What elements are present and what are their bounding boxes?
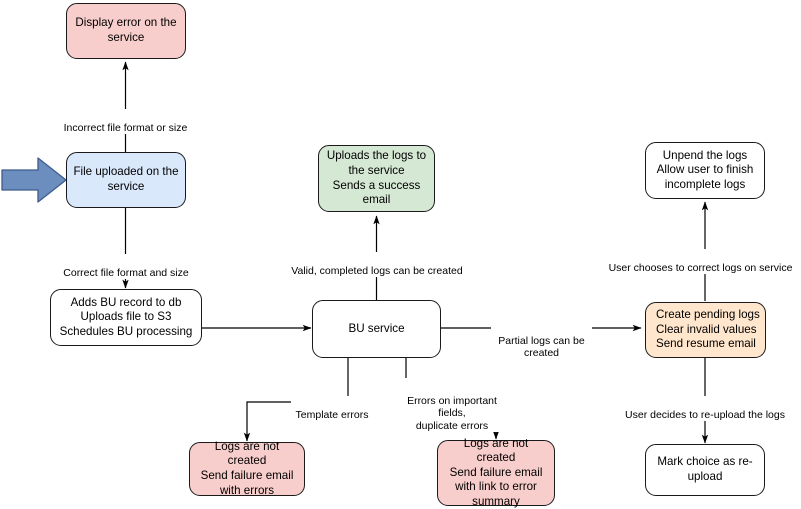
node-unpend-logs[interactable]: Unpend the logs Allow user to finish inc… (645, 142, 765, 199)
edge-label-template-errors-text: Template errors (295, 408, 369, 421)
edge-label-user-corrects: User chooses to correct logs on service (600, 249, 801, 275)
edge-label-partial-logs: Partial logs can be created (491, 322, 592, 360)
node-bu-service[interactable]: BU service (312, 300, 441, 358)
edge-label-user-corrects-text: User chooses to correct logs on service (608, 261, 793, 274)
node-mark-reupload-label: Mark choice as re- upload (657, 455, 753, 483)
node-uploads-logs[interactable]: Uploads the logs to the service Sends a … (318, 145, 435, 212)
edge-label-important-fields: Errors on important fields, duplicate er… (391, 382, 513, 433)
edge-label-correct-format: Correct file format and size (50, 254, 202, 280)
node-logs-not-created-template[interactable]: Logs are not created Send failure email … (189, 439, 305, 497)
node-file-uploaded[interactable]: File uploaded on the service (66, 152, 186, 208)
edge-label-user-reupload-text: User decides to re-upload the logs (625, 408, 785, 421)
node-file-uploaded-label: File uploaded on the service (73, 165, 179, 193)
node-adds-bu-record-label: Adds BU record to db Uploads file to S3 … (59, 295, 193, 338)
node-bu-service-label: BU service (348, 321, 405, 335)
edge-label-incorrect-format: Incorrect file format or size (48, 109, 203, 135)
edge-label-valid-complete: Valid, completed logs can be created (276, 252, 478, 278)
node-unpend-logs-label: Unpend the logs Allow user to finish inc… (656, 148, 754, 191)
node-create-pending[interactable]: Create pending logs Clear invalid values… (645, 302, 766, 358)
node-uploads-logs-label: Uploads the logs to the service Sends a … (326, 149, 427, 207)
node-logs-not-created-fields[interactable]: Logs are not created Send failure email … (437, 436, 555, 508)
node-mark-reupload[interactable]: Mark choice as re- upload (645, 444, 765, 496)
node-logs-not-created-fields-label: Logs are not created Send failure email … (449, 436, 543, 508)
edge-label-valid-complete-text: Valid, completed logs can be created (291, 264, 463, 277)
input-arrow (1, 157, 67, 203)
edge-label-correct-format-text: Correct file format and size (63, 266, 189, 279)
edge-label-important-fields-text: Errors on important fields, duplicate er… (407, 394, 497, 432)
edge-label-user-reupload: User decides to re-upload the logs (612, 396, 798, 422)
edge-label-template-errors: Template errors (291, 396, 373, 422)
node-create-pending-label: Create pending logs Clear invalid values… (656, 308, 760, 351)
node-display-error[interactable]: Display error on the service (66, 3, 186, 59)
edge-label-partial-logs-text: Partial logs can be created (498, 334, 585, 360)
node-display-error-label: Display error on the service (75, 16, 177, 44)
node-logs-not-created-template-label: Logs are not created Send failure email … (200, 439, 294, 497)
edge-label-incorrect-format-text: Incorrect file format or size (63, 121, 188, 134)
node-adds-bu-record[interactable]: Adds BU record to db Uploads file to S3 … (50, 289, 202, 346)
